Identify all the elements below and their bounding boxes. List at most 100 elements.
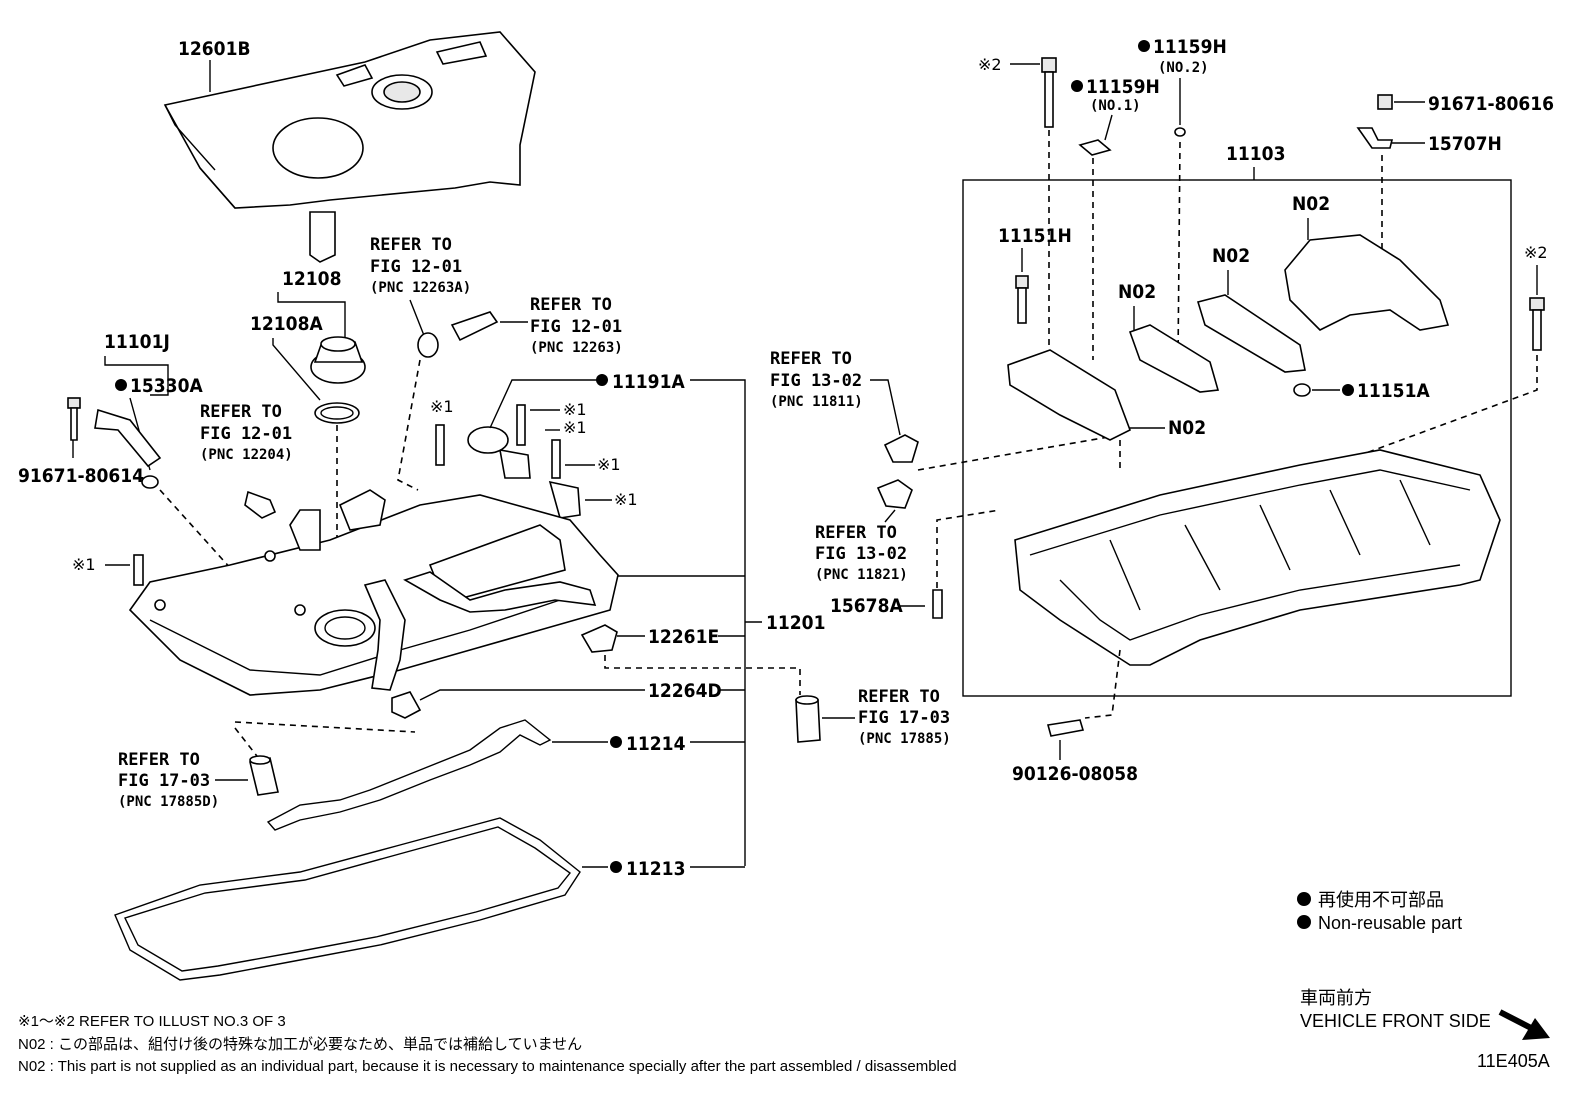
oil-control-valve: [94, 408, 162, 489]
label-no1: (NO.1): [1090, 98, 1141, 114]
arrow-icon: [1498, 1009, 1550, 1040]
legend-en: Non-reusable part: [1318, 913, 1462, 933]
hose-17885: [795, 695, 821, 743]
ref6-title: REFER TO: [858, 687, 940, 707]
ref1-fig: FIG 12-01: [370, 257, 462, 277]
bolt-91671-80616: [1377, 94, 1393, 110]
bolt-k2a: [1041, 57, 1057, 128]
bearing-lower: [876, 479, 913, 509]
camshaft-housing: [1014, 449, 1501, 666]
non-reusable-dot: [115, 379, 127, 391]
non-reusable-dot: [610, 861, 622, 873]
bolt-k1c: [551, 439, 561, 479]
ref6-fig: FIG 17-03: [858, 708, 950, 728]
legend-jp: 再使用不可部品: [1318, 890, 1444, 910]
ref2-title: REFER TO: [530, 295, 612, 315]
cam-sensor: [548, 480, 581, 519]
bolt-11151H: [1015, 275, 1029, 324]
stud-90126-08058: [1046, 719, 1085, 737]
label-no2: (NO.2): [1158, 60, 1209, 76]
seal-11191A: [467, 426, 509, 454]
hose-clamp-a: [417, 332, 439, 358]
mark-2a: ※2: [978, 55, 1002, 74]
ref4-fig: FIG 13-02: [770, 371, 862, 391]
label-15330A: 15330A: [130, 375, 203, 397]
sensor-12264D: [391, 691, 422, 719]
bearing-upper: [883, 434, 919, 463]
cylinder-head-cover: [128, 489, 619, 696]
label-12264D: 12264D: [648, 680, 722, 702]
label-11159H-no1: 11159H: [1086, 76, 1160, 98]
hose-a: [450, 311, 499, 342]
label-N02-left: N02: [1118, 281, 1156, 303]
ref6-pnc: (PNC 17885): [858, 731, 951, 747]
ref3-fig: FIG 12-01: [200, 424, 292, 444]
ref5-title: REFER TO: [815, 523, 897, 543]
gasket-11213: [114, 817, 581, 981]
label-N02-top: N02: [1292, 193, 1330, 215]
ref1-title: REFER TO: [370, 235, 452, 255]
front-side-en: VEHICLE FRONT SIDE: [1300, 1011, 1491, 1031]
seal-11151A: [1293, 383, 1311, 397]
label-90126-08058: 90126-08058: [1012, 763, 1138, 785]
ref4-title: REFER TO: [770, 349, 852, 369]
bolt-k2b: [1529, 297, 1545, 351]
bearing-no2: [1174, 127, 1186, 137]
non-reusable-dot: [596, 374, 608, 386]
sensor-b: [499, 449, 531, 479]
label-11151H: 11151H: [998, 225, 1072, 247]
label-91671-80616: 91671-80616: [1428, 93, 1554, 115]
label-91671-80614: 91671-80614: [18, 465, 144, 487]
bolt-91671-80614: [67, 397, 81, 441]
label-N02-bottom: N02: [1168, 417, 1206, 439]
ref3-title: REFER TO: [200, 402, 282, 422]
oil-filler-cap: [310, 336, 366, 384]
bearing-no1: [1078, 139, 1112, 156]
ref5-pnc: (PNC 11821): [815, 567, 908, 583]
ref7-fig: FIG 17-03: [118, 771, 210, 791]
pin-15678A: [932, 589, 943, 619]
label-12108A: 12108A: [250, 313, 323, 335]
label-12261E: 12261E: [648, 626, 719, 648]
ref2-fig: FIG 12-01: [530, 317, 622, 337]
sensor-12261E: [580, 624, 618, 653]
non-reusable-dot: [1071, 80, 1083, 92]
label-11151A: 11151A: [1357, 380, 1430, 402]
ref4-pnc: (PNC 11811): [770, 394, 863, 410]
gasket-11214: [266, 719, 552, 831]
label-11103: 11103: [1226, 143, 1285, 165]
bearing-caps: [1007, 234, 1450, 441]
figure-code: 11E405A: [1477, 1051, 1550, 1071]
mark-1f: ※1: [72, 555, 96, 574]
ref7-title: REFER TO: [118, 750, 200, 770]
label-12601B: 12601B: [178, 38, 251, 60]
label-15707H: 15707H: [1428, 133, 1502, 155]
non-reusable-dot: [1342, 384, 1354, 396]
label-11159H-no2: 11159H: [1153, 36, 1227, 58]
pcv-valve: [244, 490, 277, 519]
label-11191A: 11191A: [612, 371, 685, 393]
assembly-frame-11103: [962, 179, 1512, 697]
hose-17885D: [249, 755, 279, 796]
bolt-k1b: [516, 404, 526, 446]
ref1-pnc: (PNC 12263A): [370, 280, 471, 296]
mark-2b: ※2: [1524, 243, 1548, 262]
legend-dot-en: [1297, 915, 1311, 929]
label-11213: 11213: [626, 858, 685, 880]
non-reusable-dot: [1138, 40, 1150, 52]
bolt-k1d: [133, 554, 144, 586]
label-15678A: 15678A: [830, 595, 903, 617]
ref5-fig: FIG 13-02: [815, 544, 907, 564]
label-11101J: 11101J: [104, 331, 170, 353]
note-illust: ※1～※2 REFER TO ILLUST NO.3 OF 3: [18, 1013, 286, 1030]
ref7-pnc: (PNC 17885D): [118, 794, 219, 810]
engine-cover-drawing: [163, 31, 536, 263]
note-n02-jp: N02 : この部品は、組付け後の特殊な加工が必要なため、単品では補給していませ…: [18, 1036, 582, 1053]
label-12108: 12108: [282, 268, 341, 290]
note-n02-en: N02 : This part is not supplied as an in…: [18, 1058, 957, 1075]
mark-1a: ※1: [430, 397, 454, 416]
mark-1e: ※1: [614, 490, 638, 509]
label-11201: 11201: [766, 612, 825, 634]
non-reusable-dot: [610, 736, 622, 748]
